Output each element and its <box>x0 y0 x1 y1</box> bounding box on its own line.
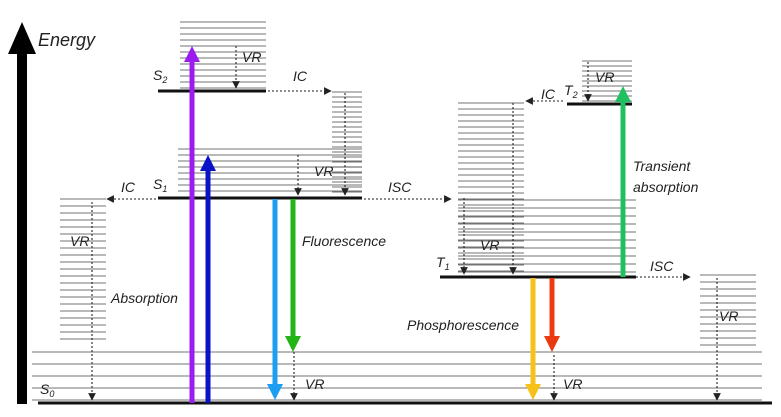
fluorescence-blue-arrow <box>267 199 283 400</box>
vr-s0-fluor-label: VR <box>305 376 324 392</box>
absorption-s2-arrow <box>184 46 200 403</box>
isc-t1-s0-label: ISC <box>650 258 674 274</box>
energy-axis-arrowhead <box>8 22 36 54</box>
vr-s2-label: VR <box>242 49 261 65</box>
transient-absorption-label-1: Transient <box>633 158 691 174</box>
s2-label: S2 <box>153 67 167 85</box>
process-labels: IC IC IC ISC ISC VR VR VR VR VR VR VR VR… <box>70 49 738 392</box>
transient-absorption-arrow <box>615 86 631 277</box>
fluorescence-green-arrow <box>285 199 301 352</box>
phosphorescence-yellow-arrow <box>525 278 541 400</box>
t2-label: T2 <box>564 82 578 100</box>
fluorescence-green-arrow-head <box>285 336 301 352</box>
vr-t2-label: VR <box>595 69 614 85</box>
vr-s0-phos-label: VR <box>563 376 582 392</box>
phosphorescence-yellow-arrow-head <box>525 384 541 400</box>
fluorescence-blue-arrow-head <box>267 384 283 400</box>
radiative-transitions <box>184 46 631 403</box>
absorption-label: Absorption <box>110 290 178 306</box>
vr-s0-right-label: VR <box>719 308 738 324</box>
transient-absorption-arrow-head <box>615 86 631 102</box>
ic-t2-t1-label: IC <box>541 86 556 102</box>
vr-s1-label: VR <box>314 163 333 179</box>
state-labels: S0 S1 S2 T1 T2 <box>40 67 578 399</box>
s0-label: S0 <box>40 381 54 399</box>
absorption-s1-arrow <box>200 155 216 403</box>
energy-axis-label: Energy <box>38 30 96 50</box>
dotted-transitions <box>88 46 721 401</box>
absorption-s1-arrow-head <box>200 155 216 171</box>
t1-label: T1 <box>436 254 450 272</box>
transient-absorption-label-2: absorption <box>633 179 699 195</box>
isc-s1-t1-label: ISC <box>388 179 412 195</box>
ic-s2-s1-label: IC <box>293 68 308 84</box>
ic-s1-s0-label: IC <box>121 179 136 195</box>
absorption-s2-arrow-head <box>184 46 200 62</box>
phosphorescence-red-arrow-head <box>544 336 560 352</box>
vibrational-levels <box>32 21 762 401</box>
vr-s0-left-label: VR <box>70 233 89 249</box>
s1-label: S1 <box>153 176 167 194</box>
phosphorescence-red-arrow <box>544 278 560 352</box>
phosphorescence-label: Phosphorescence <box>407 317 519 333</box>
fluorescence-label: Fluorescence <box>302 233 386 249</box>
energy-axis-shaft <box>17 50 27 404</box>
vr-t1-label: VR <box>480 237 499 253</box>
energy-axis: Energy <box>8 22 96 404</box>
